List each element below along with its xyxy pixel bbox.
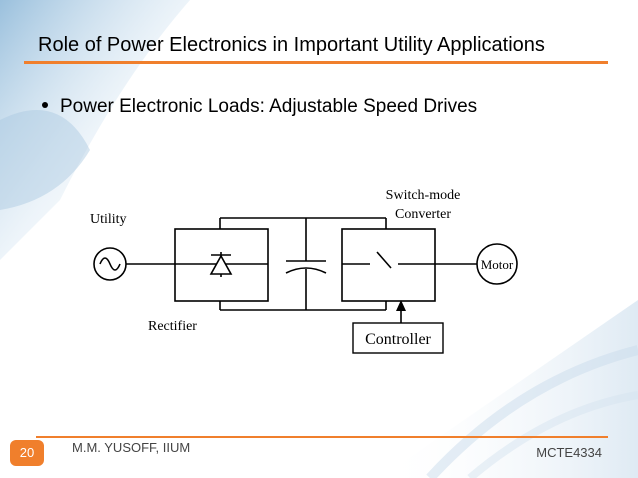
footer-author: M.M. YUSOFF, IIUM bbox=[72, 440, 191, 455]
motor-block bbox=[476, 243, 518, 285]
bullet-item: Power Electronic Loads: Adjustable Speed… bbox=[42, 96, 477, 118]
control-arrow-icon bbox=[396, 300, 406, 323]
dc-link-bus bbox=[219, 217, 387, 311]
page-number-badge: 20 bbox=[10, 440, 44, 466]
switch-icon bbox=[376, 251, 392, 269]
slide-title: Role of Power Electronics in Important U… bbox=[38, 34, 545, 56]
label-converter-line2: Converter bbox=[395, 207, 451, 222]
footer-course: MCTE4334 bbox=[536, 445, 602, 460]
title-rule bbox=[24, 61, 608, 64]
capacitor-icon bbox=[285, 218, 327, 310]
footer-rule bbox=[36, 436, 608, 438]
switch-mode-converter-block bbox=[341, 228, 436, 302]
adjustable-speed-drive-diagram: Utility Switch-mode Converter Rectifier bbox=[90, 188, 518, 354]
label-utility: Utility bbox=[90, 212, 127, 227]
label-controller: Controller bbox=[365, 331, 431, 348]
label-rectifier: Rectifier bbox=[148, 319, 197, 334]
diode-icon bbox=[209, 252, 233, 277]
bullet-text: Power Electronic Loads: Adjustable Speed… bbox=[60, 96, 478, 117]
label-converter-line1: Switch-mode bbox=[386, 188, 461, 203]
controller-block bbox=[352, 322, 444, 354]
bullet-dot-icon bbox=[42, 102, 48, 109]
label-motor: Motor bbox=[481, 257, 514, 272]
ac-source-icon bbox=[93, 247, 127, 281]
